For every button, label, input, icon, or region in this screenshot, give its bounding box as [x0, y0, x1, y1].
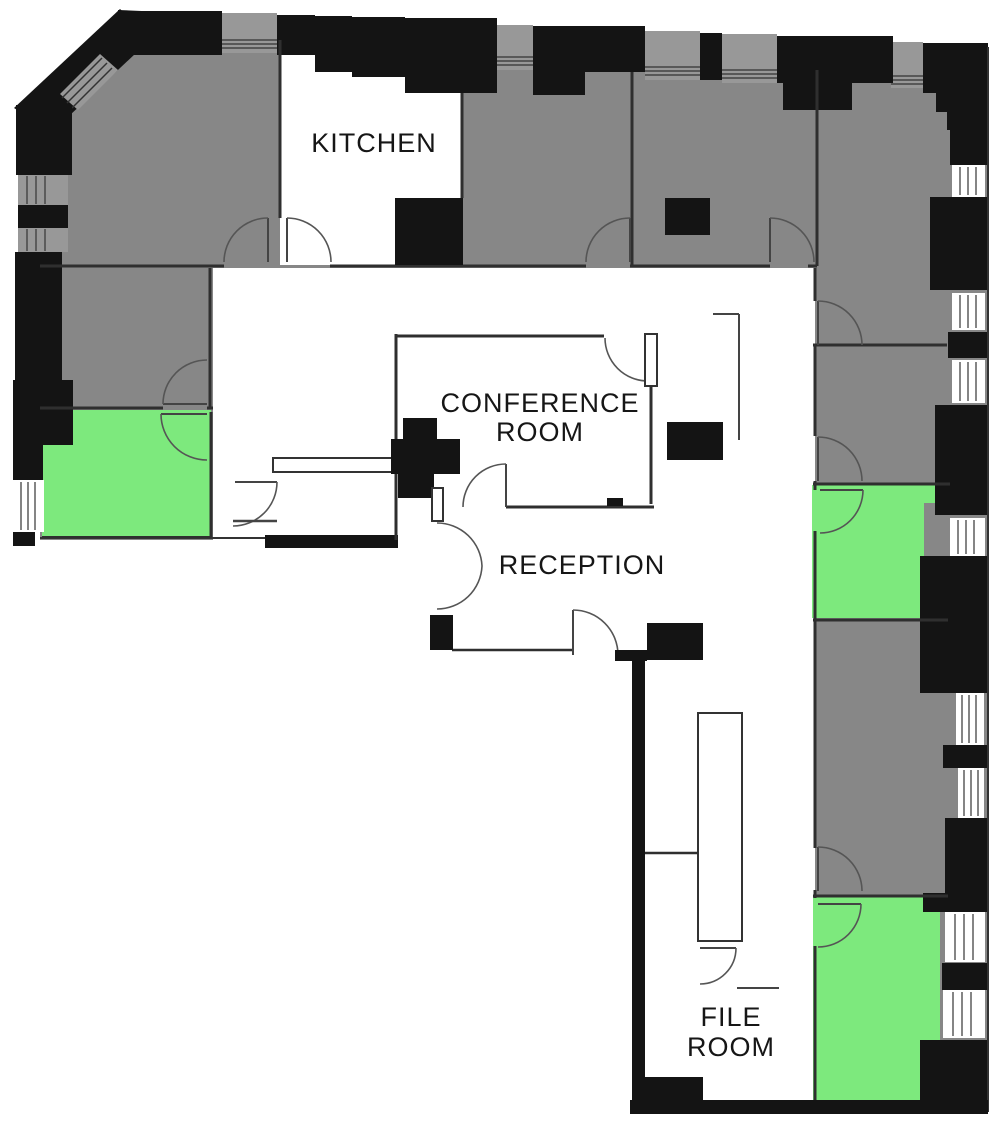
label-reception: RECEPTION: [499, 550, 666, 580]
dbl-door-stub: [431, 487, 444, 522]
label-file-line2: ROOM: [687, 1032, 775, 1062]
right-pier-10: [920, 1040, 988, 1110]
left-pier-6: [13, 532, 35, 546]
door-arc-r2: [162, 359, 208, 405]
right-pier-1: [950, 93, 988, 165]
door-arc-kitchen: [286, 217, 332, 263]
chamfer-glazing-1: [61, 57, 103, 99]
bottom-wall-strip: [630, 1100, 988, 1114]
door-arc-room2: [817, 436, 863, 482]
right-window-7: [945, 912, 985, 962]
left-pier-1: [16, 105, 72, 175]
column-block-east: [667, 422, 723, 460]
top-chunk-2a: [277, 15, 315, 55]
vestibule-north-wall: [272, 457, 401, 473]
reception-wall-block-1: [615, 650, 647, 661]
kitchen-se-mass: [395, 198, 463, 265]
entry-door-arc: [232, 481, 278, 527]
top-pier-3: [645, 31, 700, 80]
door-arc-r1: [223, 217, 269, 263]
shaft-enclosure: [697, 712, 743, 942]
door-arc-conference-sw: [462, 463, 507, 508]
chamfer-glazing-2: [66, 62, 108, 104]
top-chunk-2b: [315, 16, 352, 72]
top-corner-a: [923, 43, 988, 93]
door-arc-conference-ne: [604, 337, 649, 382]
reception-wall-block-3: [430, 615, 453, 650]
left-window-2: [18, 228, 68, 252]
door-arc-greenbottom: [817, 903, 862, 948]
right-window-4: [950, 518, 985, 556]
column-cross-b: [391, 439, 460, 474]
door-arc-topmid1: [585, 217, 631, 263]
label-file-line1: FILE: [700, 1002, 761, 1032]
top-pier-1: [222, 13, 277, 53]
chamfer-glazing-3: [71, 67, 113, 109]
left-window-3: [14, 480, 44, 532]
right-pier-7: [945, 818, 988, 893]
top-chunk-1: [126, 11, 222, 55]
conference-corner-mark: [607, 498, 623, 506]
top-chunk-2c: [352, 17, 405, 77]
left-pier-5: [13, 445, 43, 480]
top-chunk-6a: [777, 36, 893, 83]
column-cross-c: [398, 474, 434, 498]
right-pier-6: [943, 745, 988, 768]
top-pier-5: [891, 42, 923, 88]
green-room-bottom: [813, 897, 940, 1105]
green-room-right-mid: [812, 485, 940, 618]
top-chunk-5: [700, 33, 722, 80]
top-pier-2: [497, 25, 533, 70]
left-pier-4: [13, 380, 73, 445]
top-chunk-4b: [533, 70, 585, 95]
corridor-west-wall: [632, 660, 645, 1080]
right-pier-9: [942, 963, 988, 990]
right-pier-4: [935, 405, 988, 515]
label-kitchen: KITCHEN: [311, 128, 437, 158]
right-pier-3: [948, 332, 988, 358]
door-arc-greenleft: [160, 413, 208, 461]
label-conference-line2: ROOM: [496, 417, 584, 447]
reception-wall-block-2: [647, 623, 703, 660]
left-window-1: [18, 175, 68, 205]
door-arc-reception: [572, 609, 619, 656]
vestibule-south-wall: [265, 535, 398, 548]
door-arc-topmid2: [769, 217, 815, 263]
fileroom-sw-corner: [632, 1077, 703, 1112]
conference-ne-wall-piece: [644, 333, 658, 387]
right-pier-2: [930, 197, 988, 290]
door-arc-greenmid: [819, 489, 864, 534]
shaft-door-arc: [699, 947, 737, 985]
dbl-door-arc-upper: [436, 522, 483, 567]
top-chunk-4a: [533, 26, 645, 72]
right-pier-8: [923, 893, 988, 912]
right-window-5: [956, 693, 984, 745]
door-arc-grayroom-s: [817, 846, 863, 892]
dbl-door-arc-lower: [436, 565, 483, 610]
topmid2-column: [665, 198, 710, 235]
top-pier-4: [722, 34, 777, 83]
top-chunk-3: [405, 18, 497, 93]
right-pier-5: [920, 556, 988, 693]
right-window-8: [943, 990, 985, 1038]
left-pier-3: [15, 252, 62, 380]
door-arc-corner-room: [817, 300, 863, 346]
left-pier-2: [18, 205, 68, 228]
chamfer-wall: [14, 9, 152, 132]
label-conference-line1: CONFERENCE: [440, 388, 639, 418]
